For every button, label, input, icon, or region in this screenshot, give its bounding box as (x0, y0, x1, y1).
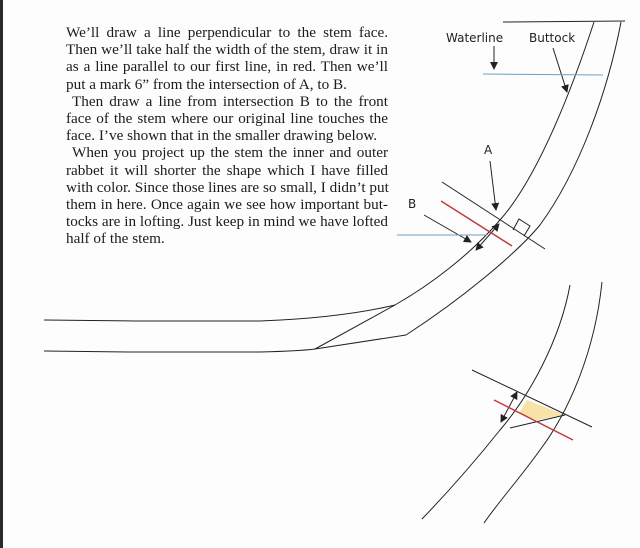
keel-upper-line (43, 304, 396, 322)
body-text: We’ll draw a line perpendicular to the s… (66, 24, 389, 248)
stem-outer-line (405, 21, 622, 336)
text-line: as a line parallel to our first line, in… (66, 58, 388, 76)
arrow-b (423, 214, 472, 243)
top-line (502, 20, 626, 23)
text-line: We’ll draw a line perpendicular to the s… (66, 24, 388, 41)
text-line: face of the stem where our original line… (66, 110, 388, 128)
text-line: face. I’ve shown that in the smaller dra… (66, 127, 378, 145)
text-line: Then we’ll take half the width of the st… (66, 41, 388, 59)
rabbet-filled-shape (519, 400, 565, 420)
text-line: half of the stem. (66, 230, 165, 248)
label-buttock: Buttock (529, 31, 576, 45)
label-a: A (484, 143, 493, 157)
stem-inner-line (314, 21, 595, 350)
waterline-upper (482, 73, 604, 76)
text-line: with color. Since those lines are so sma… (66, 178, 389, 196)
double-arrow-6in (475, 223, 500, 251)
small-perpendicular-line (471, 369, 593, 428)
small-red-line (493, 399, 574, 441)
text-line: tocks are in lofting. Just keep in mind … (66, 213, 388, 231)
half-width-red-line (440, 200, 513, 247)
arrow-a (489, 160, 500, 211)
small-stem-inner-line (421, 284, 571, 520)
right-angle-mark (512, 218, 531, 237)
text-line: rabbet it will shorter the shape which I… (66, 161, 388, 179)
label-waterline: Waterline (446, 31, 504, 45)
text-line: Then draw a line from intersection B to … (72, 92, 388, 110)
label-b: B (408, 197, 417, 211)
perpendicular-line (441, 181, 546, 250)
scan-edge (0, 0, 3, 548)
text-line: put a mark 6” from the intersection of A… (66, 75, 347, 93)
keel-lower-line (43, 334, 407, 353)
arrow-buttock (552, 47, 569, 93)
text-line: When you project up the stem the inner a… (72, 144, 388, 162)
small-stem-outer-line (483, 281, 603, 524)
text-line: them in here. Once again we see how impo… (66, 196, 388, 214)
